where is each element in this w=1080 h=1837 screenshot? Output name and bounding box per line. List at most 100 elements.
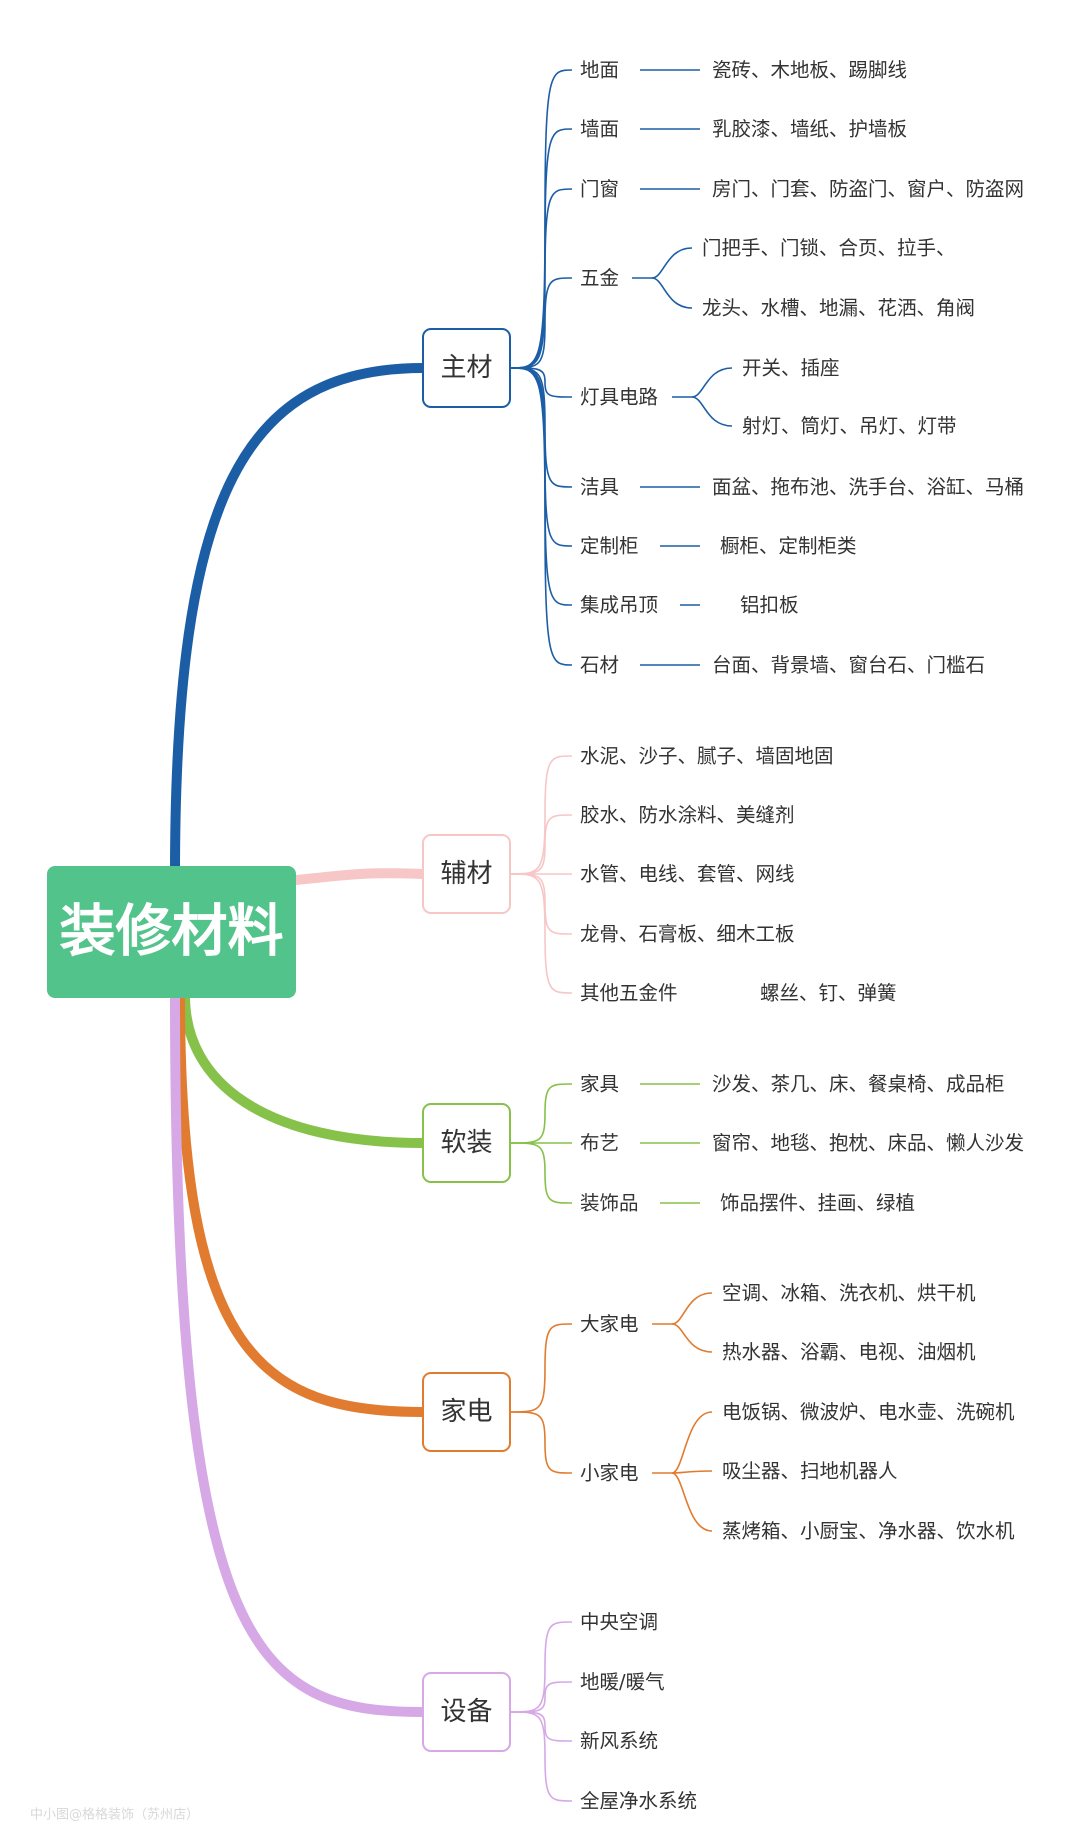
subtopic-node[interactable]: 台面、背景墙、窗台石、门槛石 (712, 654, 985, 677)
topic-node[interactable]: 定制柜 (580, 535, 639, 558)
subtopic-label: 空调、冰箱、洗衣机、烘干机 (722, 1282, 976, 1305)
topic-label: 水泥、沙子、腻子、墙固地固 (580, 745, 834, 768)
item-link (509, 1142, 573, 1204)
category-label: 辅材 (440, 859, 492, 889)
topic-label: 龙骨、石膏板、细木工板 (580, 923, 795, 946)
subtopic-node[interactable]: 瓷砖、木地板、踢脚线 (712, 59, 907, 82)
subtopic-label: 铝扣板 (740, 594, 799, 617)
topic-node[interactable]: 其他五金件 (580, 982, 678, 1005)
item-link (509, 188, 573, 369)
topic-node[interactable]: 家具 (580, 1073, 619, 1096)
topic-node[interactable]: 集成吊顶 (580, 594, 658, 617)
subtopic-label: 热水器、浴霸、电视、油烟机 (722, 1341, 976, 1364)
subtopic-label: 瓷砖、木地板、踢脚线 (712, 59, 907, 82)
subtopic-label: 螺丝、钉、弹簧 (760, 982, 897, 1005)
item-link (509, 1711, 573, 1742)
child-link (671, 1411, 713, 1474)
topic-node[interactable]: 地面 (580, 59, 619, 82)
topic-node[interactable]: 门窗 (580, 178, 619, 201)
subtopic-node[interactable]: 螺丝、钉、弹簧 (760, 982, 897, 1005)
subtopic-node[interactable]: 面盆、拖布池、洗手台、浴缸、马桶 (712, 476, 1024, 499)
subtopic-label: 吸尘器、扫地机器人 (722, 1460, 898, 1483)
topic-label: 全屋净水系统 (580, 1790, 697, 1813)
subtopic-label: 窗帘、地毯、抱枕、床品、懒人沙发 (712, 1132, 1024, 1155)
trunk-link (291, 868, 428, 885)
topic-label: 布艺 (580, 1132, 619, 1155)
subtopic-node[interactable]: 射灯、筒灯、吊灯、灯带 (742, 415, 957, 438)
subtopic-label: 蒸烤箱、小厨宝、净水器、饮水机 (722, 1520, 1015, 1543)
subtopic-label: 射灯、筒灯、吊灯、灯带 (742, 415, 957, 438)
category-node[interactable]: 软装 (422, 1103, 511, 1183)
category-label: 主材 (440, 353, 492, 383)
trunk-link (170, 991, 428, 1717)
root-node[interactable]: 装修材料 (47, 866, 296, 998)
topic-node[interactable]: 地暖/暖气 (580, 1671, 665, 1694)
child-link (671, 1292, 713, 1325)
subtopic-label: 开关、插座 (742, 357, 840, 380)
topic-label: 地暖/暖气 (580, 1671, 665, 1694)
subtopic-label: 饰品摆件、挂画、绿植 (720, 1192, 915, 1215)
subtopic-node[interactable]: 门把手、门锁、合页、拉手、 (702, 237, 956, 260)
subtopic-node[interactable]: 蒸烤箱、小厨宝、净水器、饮水机 (722, 1520, 1015, 1543)
topic-label: 洁具 (580, 476, 619, 499)
topic-node[interactable]: 洁具 (580, 476, 619, 499)
subtopic-node[interactable]: 吸尘器、扫地机器人 (722, 1460, 898, 1483)
topic-label: 集成吊顶 (580, 594, 658, 617)
subtopic-label: 龙头、水槽、地漏、花洒、角阀 (702, 297, 975, 320)
topic-label: 门窗 (580, 178, 619, 201)
category-box (422, 328, 511, 408)
topic-node[interactable]: 新风系统 (580, 1730, 658, 1753)
category-node[interactable]: 主材 (422, 328, 511, 408)
topic-node[interactable]: 小家电 (580, 1462, 639, 1485)
category-box (422, 1103, 511, 1183)
item-link (509, 1621, 573, 1713)
child-link (651, 277, 693, 309)
subtopic-node[interactable]: 橱柜、定制柜类 (720, 535, 857, 558)
topic-node[interactable]: 水管、电线、套管、网线 (580, 863, 795, 886)
category-label: 设备 (440, 1697, 492, 1727)
topic-label: 装饰品 (580, 1192, 639, 1215)
topic-node[interactable]: 水泥、沙子、腻子、墙固地固 (580, 745, 834, 768)
category-label: 家电 (440, 1397, 492, 1427)
subtopic-node[interactable]: 开关、插座 (742, 357, 840, 380)
topic-node[interactable]: 石材 (580, 654, 619, 677)
category-label: 软装 (440, 1128, 492, 1158)
topic-label: 中央空调 (580, 1611, 658, 1634)
item-link (509, 69, 573, 369)
subtopic-label: 电饭锅、微波炉、电水壶、洗碗机 (722, 1401, 1015, 1424)
topic-node[interactable]: 灯具电路 (580, 386, 658, 409)
subtopic-node[interactable]: 铝扣板 (740, 594, 799, 617)
topic-label: 水管、电线、套管、网线 (580, 863, 795, 886)
topic-node[interactable]: 全屋净水系统 (580, 1790, 697, 1813)
topic-node[interactable]: 龙骨、石膏板、细木工板 (580, 923, 795, 946)
topic-node[interactable]: 中央空调 (580, 1611, 658, 1634)
topic-node[interactable]: 装饰品 (580, 1192, 639, 1215)
topic-node[interactable]: 胶水、防水涂料、美缝剂 (580, 804, 795, 827)
subtopic-node[interactable]: 电饭锅、微波炉、电水壶、洗碗机 (722, 1401, 1015, 1424)
subtopic-label: 房门、门套、防盗门、窗户、防盗网 (712, 178, 1024, 201)
subtopic-label: 沙发、茶几、床、餐桌椅、成品柜 (712, 1073, 1005, 1096)
watermark-text: 中小图@格格装饰（苏州店） (30, 1807, 199, 1823)
subtopic-node[interactable]: 空调、冰箱、洗衣机、烘干机 (722, 1282, 976, 1305)
item-link (509, 1681, 573, 1713)
topic-node[interactable]: 大家电 (580, 1313, 639, 1336)
category-node[interactable]: 家电 (422, 1372, 511, 1452)
trunk-link (170, 363, 428, 879)
topic-label: 其他五金件 (580, 982, 678, 1005)
subtopic-node[interactable]: 沙发、茶几、床、餐桌椅、成品柜 (712, 1073, 1005, 1096)
subtopic-node[interactable]: 饰品摆件、挂画、绿植 (720, 1192, 915, 1215)
item-link (509, 367, 573, 666)
subtopic-node[interactable]: 热水器、浴霸、电视、油烟机 (722, 1341, 976, 1364)
subtopic-node[interactable]: 房门、门套、防盗门、窗户、防盗网 (712, 178, 1024, 201)
trunk-link (180, 991, 428, 1148)
category-node[interactable]: 设备 (422, 1672, 511, 1752)
topic-node[interactable]: 布艺 (580, 1132, 619, 1155)
topic-node[interactable]: 墙面 (580, 118, 619, 141)
topic-node[interactable]: 五金 (580, 267, 619, 290)
subtopic-node[interactable]: 窗帘、地毯、抱枕、床品、懒人沙发 (712, 1132, 1024, 1155)
subtopic-node[interactable]: 龙头、水槽、地漏、花洒、角阀 (702, 297, 975, 320)
subtopic-node[interactable]: 乳胶漆、墙纸、护墙板 (712, 118, 907, 141)
category-node[interactable]: 辅材 (422, 834, 511, 914)
